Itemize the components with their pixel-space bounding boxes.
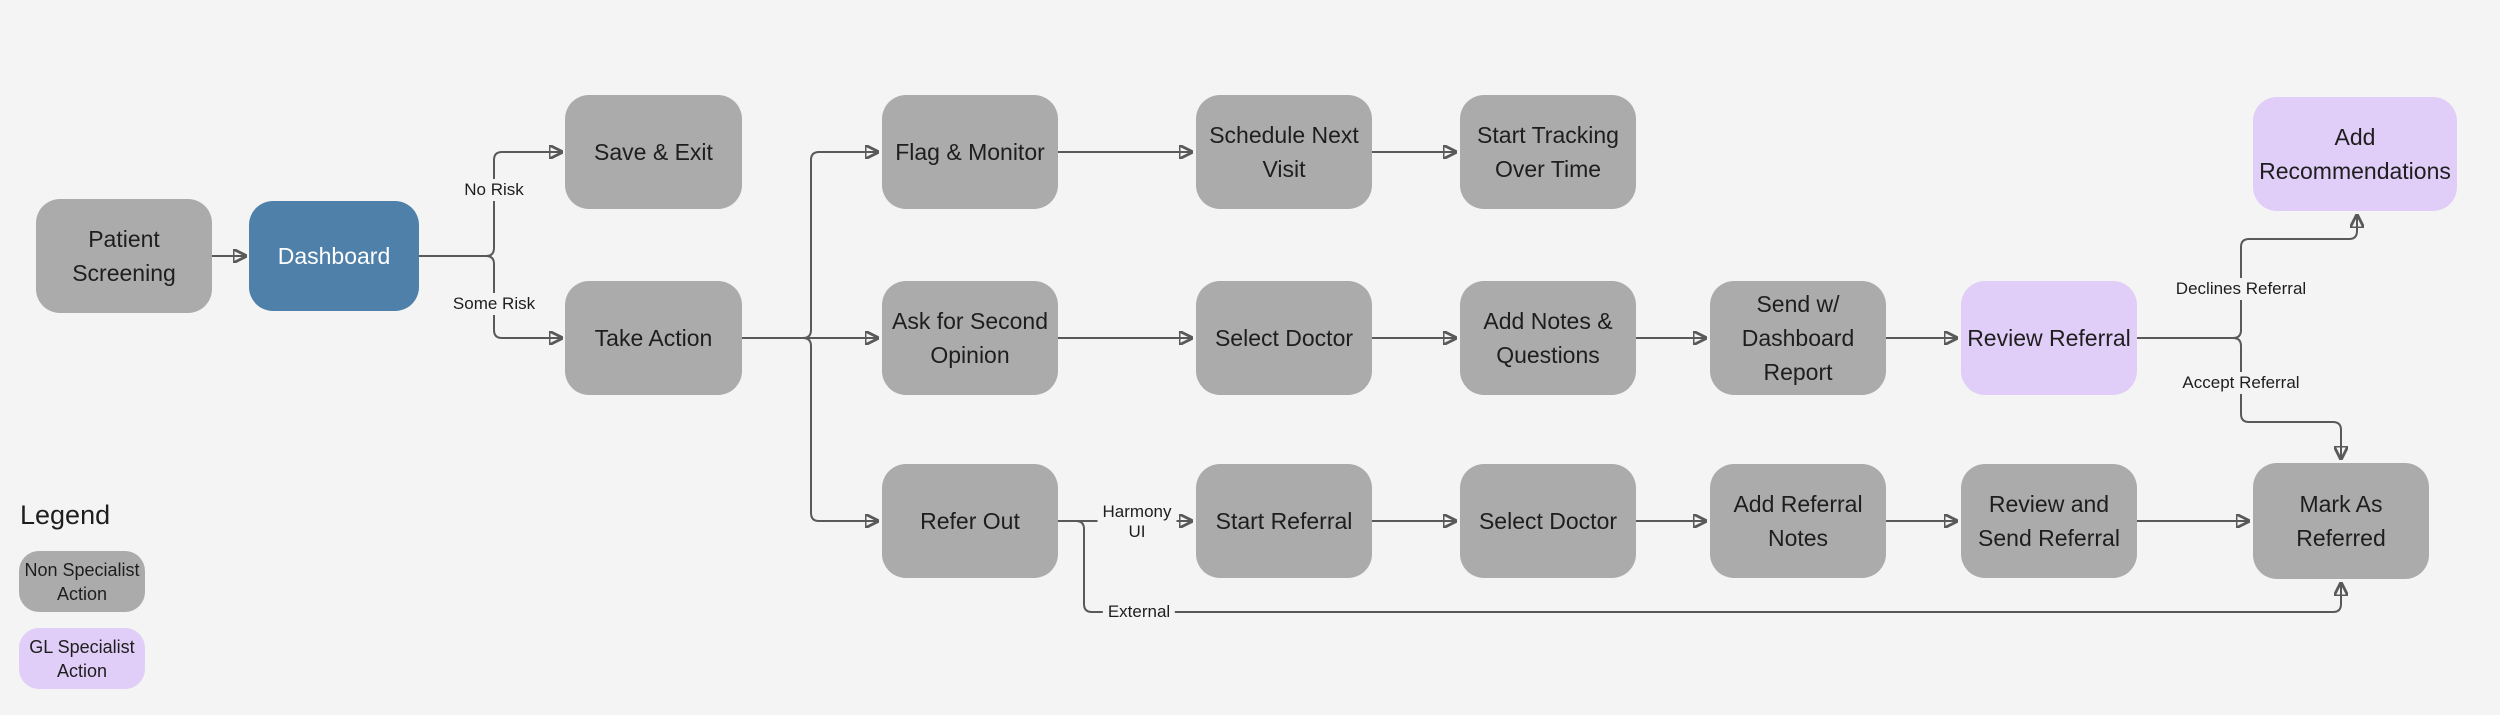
node-label: Send w/ Dashboard Report: [1741, 291, 1855, 385]
node-label: Review Referral: [1967, 325, 2131, 351]
node-label: Review and Send Referral: [1978, 491, 2120, 551]
node-label: Add Recommendations: [2259, 124, 2451, 184]
node-save-exit[interactable]: Save & Exit: [565, 95, 742, 209]
connector-dashboard-save-exit: [419, 152, 561, 257]
node-label: Add Referral Notes: [1733, 491, 1863, 551]
node-dashboard[interactable]: Dashboard: [249, 201, 419, 311]
node-review-referral[interactable]: Review Referral: [1961, 281, 2137, 395]
node-patient-screening[interactable]: Patient Screening: [36, 199, 212, 313]
node-mark-as-referred[interactable]: Mark As Referred: [2253, 463, 2429, 579]
node-label: Select Doctor: [1214, 325, 1354, 351]
legend-title: Legend: [20, 500, 111, 530]
edge-label-accept-referral: Accept Referral: [2177, 372, 2305, 394]
node-label: Dashboard: [277, 243, 391, 269]
node-review-send-referral[interactable]: Review and Send Referral: [1961, 464, 2137, 578]
node-schedule-next-visit[interactable]: Schedule Next Visit: [1196, 95, 1372, 209]
legend-swatch-non-specialist: Non Specialist Action: [19, 551, 145, 612]
edge-label-harmony-ui: Harmony UI: [1097, 501, 1177, 543]
node-label: Add Notes & Questions: [1483, 308, 1613, 368]
node-select-doctor-referral[interactable]: Select Doctor: [1460, 464, 1636, 578]
node-take-action[interactable]: Take Action: [565, 281, 742, 395]
node-start-tracking[interactable]: Start Tracking Over Time: [1460, 95, 1636, 209]
connector-take-action-refer-out: [742, 337, 877, 521]
node-start-referral[interactable]: Start Referral: [1196, 464, 1372, 578]
connector-take-action-flag-monitor: [742, 152, 877, 339]
node-label: Refer Out: [920, 508, 1020, 534]
edge-label-declines-referral: Declines Referral: [2170, 278, 2312, 300]
node-label: Start Tracking Over Time: [1477, 122, 1619, 182]
legend-label: Non Specialist Action: [24, 559, 140, 604]
node-label: Mark As Referred: [2296, 491, 2386, 551]
node-select-doctor-opinion[interactable]: Select Doctor: [1196, 281, 1372, 395]
connector-external-mark-referred: [1058, 520, 2341, 613]
connector-declines-add-recommendations: [2137, 216, 2357, 339]
legend-label: GL Specialist Action: [29, 636, 135, 681]
legend-swatch-gl-specialist: GL Specialist Action: [19, 628, 145, 689]
node-label: Ask for Second Opinion: [892, 308, 1048, 368]
node-send-dashboard-report[interactable]: Send w/ Dashboard Report: [1710, 281, 1886, 395]
node-label: Take Action: [594, 325, 713, 351]
node-label: Patient Screening: [72, 226, 176, 286]
node-label: Select Doctor: [1478, 508, 1618, 534]
node-add-recommendations[interactable]: Add Recommendations: [2253, 97, 2457, 211]
node-add-referral-notes[interactable]: Add Referral Notes: [1710, 464, 1886, 578]
node-label: Start Referral: [1215, 508, 1353, 534]
edge-label-some-risk: Some Risk: [447, 293, 541, 315]
node-label: Schedule Next Visit: [1209, 122, 1359, 182]
node-refer-out[interactable]: Refer Out: [882, 464, 1058, 578]
node-ask-second-opinion[interactable]: Ask for Second Opinion: [882, 281, 1058, 395]
edge-label-no-risk: No Risk: [459, 179, 529, 201]
edge-label-external: External: [1102, 601, 1176, 623]
node-label: Flag & Monitor: [895, 139, 1045, 165]
connector-accept-mark-referred: [2137, 337, 2341, 458]
node-label: Save & Exit: [594, 139, 713, 165]
node-add-notes-questions[interactable]: Add Notes & Questions: [1460, 281, 1636, 395]
node-flag-monitor[interactable]: Flag & Monitor: [882, 95, 1058, 209]
